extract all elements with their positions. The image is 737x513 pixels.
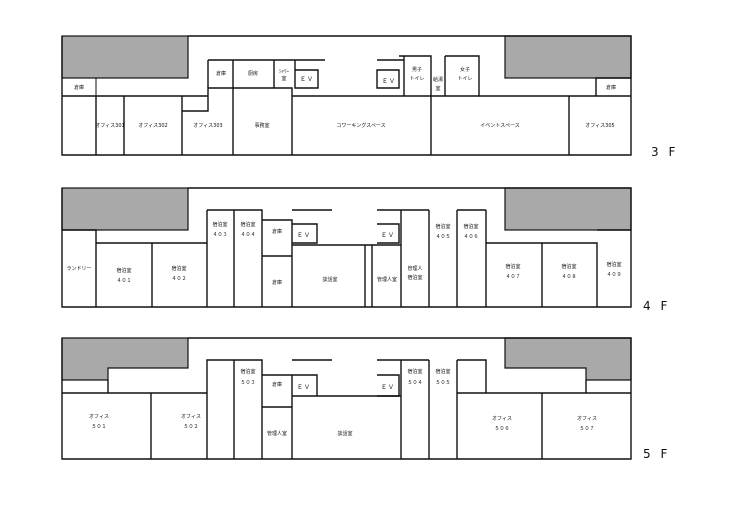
room-505-line2: ５０５: [435, 380, 450, 386]
room-office-507-line2: ５０７: [579, 426, 594, 432]
room-office-501-line2: ５０１: [91, 424, 106, 430]
elevator-5f-1: ＥＶ: [297, 384, 311, 391]
room-407-line1: 宿泊室: [505, 263, 520, 270]
room-manager-5f: 管理人室: [267, 430, 287, 437]
room-office-506-line1: オフィス: [492, 416, 512, 422]
room-womens-line2: トイレ: [457, 76, 472, 82]
room-402-line1: 宿泊室: [171, 265, 186, 272]
room-office-302: オフィス302: [138, 123, 167, 129]
room-womens-line1: 女子: [460, 66, 470, 73]
room-403-line1: 宿泊室: [212, 221, 227, 228]
room-mens-line2: トイレ: [409, 76, 424, 82]
room-storage-4f-b: 倉庫: [272, 279, 282, 286]
room-409-line1: 宿泊室: [606, 261, 621, 268]
room-janitor-line1: 給湯: [433, 76, 443, 83]
room-office-501-line1: オフィス: [89, 414, 109, 420]
room-office-507-line1: オフィス: [577, 416, 597, 422]
room-laundry: ランドリー: [66, 266, 91, 272]
floor-3f: 倉庫 オフィス301 オフィス302 オフィス303 倉庫 厨房 ｼｬﾜｰ 室 …: [61, 35, 678, 159]
room-janitor-line2: 室: [435, 85, 440, 92]
void-right-3f: [504, 35, 632, 79]
room-manager-lodging-line1: 管理人: [407, 265, 422, 272]
void-left-3f: [61, 35, 189, 79]
room-office-305: オフィス305: [585, 123, 614, 129]
room-kitchen: 厨房: [248, 70, 258, 77]
floor-label-5f: 5 F: [643, 447, 670, 461]
room-408-line1: 宿泊室: [561, 263, 576, 270]
room-406-line1: 宿泊室: [463, 223, 478, 230]
room-503-line2: ５０３: [240, 380, 255, 386]
room-storage-3f-mid: 倉庫: [216, 70, 226, 77]
room-office-301: オフィス301: [95, 123, 124, 129]
void-left-4f: [61, 187, 189, 231]
room-office-502-line1: オフィス: [181, 414, 201, 420]
room-office-506-line2: ５０６: [494, 426, 509, 432]
room-407-line2: ４０７: [505, 274, 520, 280]
elevator-4f-1: ＥＶ: [297, 232, 311, 239]
elevator-5f-2: ＥＶ: [381, 384, 395, 391]
room-lounge-4f: 談話室: [322, 276, 337, 283]
room-lounge-5f: 談話室: [337, 430, 352, 437]
elevator-4f-2: ＥＶ: [381, 232, 395, 239]
room-coworking: コワーキングスペース: [336, 122, 385, 129]
room-manager-4f: 管理人室: [377, 276, 397, 283]
room-office-admin: 事務室: [254, 122, 269, 129]
room-404-line1: 宿泊室: [240, 221, 255, 228]
room-409-line2: ４０９: [606, 272, 621, 278]
floor-4f: ランドリー 宿泊室 ４０１ 宿泊室 ４０２ 宿泊室 ４０３ 宿泊室 ４０４ 倉庫…: [61, 187, 670, 313]
room-403-line2: ４０３: [212, 232, 227, 238]
room-office-502-line2: ５０２: [183, 424, 198, 430]
room-504-line1: 宿泊室: [407, 368, 422, 375]
room-505-line1: 宿泊室: [435, 368, 450, 375]
room-storage-3f-left: 倉庫: [74, 84, 84, 91]
room-401-line1: 宿泊室: [116, 267, 131, 274]
room-404-line2: ４０４: [240, 232, 255, 238]
room-401-line2: ４０１: [116, 278, 131, 284]
room-405-line2: ４０５: [435, 234, 450, 240]
room-storage-5f: 倉庫: [272, 381, 282, 388]
floor-label-4f: 4 F: [643, 299, 670, 313]
room-408-line2: ４０８: [561, 274, 576, 280]
room-503-line1: 宿泊室: [240, 368, 255, 375]
elevator-3f-2: ＥＶ: [382, 78, 396, 85]
void-left-5f: [61, 337, 189, 381]
room-office-303: オフィス303: [193, 123, 222, 129]
room-mens-line1: 男子: [412, 66, 422, 73]
void-right-4f: [504, 187, 632, 231]
room-event-space: イベントスペース: [480, 123, 519, 129]
elevator-3f-1: ＥＶ: [300, 76, 314, 83]
floor-5f: オフィス ５０１ オフィス ５０２ 宿泊室 ５０３ 倉庫 ＥＶ 管理人室 談話室…: [61, 337, 670, 461]
room-402-line2: ４０２: [171, 276, 186, 282]
room-405-line1: 宿泊室: [435, 223, 450, 230]
room-shower-line2: 室: [281, 75, 286, 82]
room-storage-3f-right: 倉庫: [606, 84, 616, 91]
floor-label-3f: 3 F: [651, 145, 678, 159]
room-504-line2: ５０４: [407, 380, 422, 386]
room-406-line2: ４０６: [463, 234, 478, 240]
void-right-5f: [504, 337, 632, 381]
room-manager-lodging-line2: 宿泊室: [407, 274, 422, 281]
room-storage-4f-a: 倉庫: [272, 228, 282, 235]
room-shower-line1: ｼｬﾜｰ: [279, 69, 290, 75]
